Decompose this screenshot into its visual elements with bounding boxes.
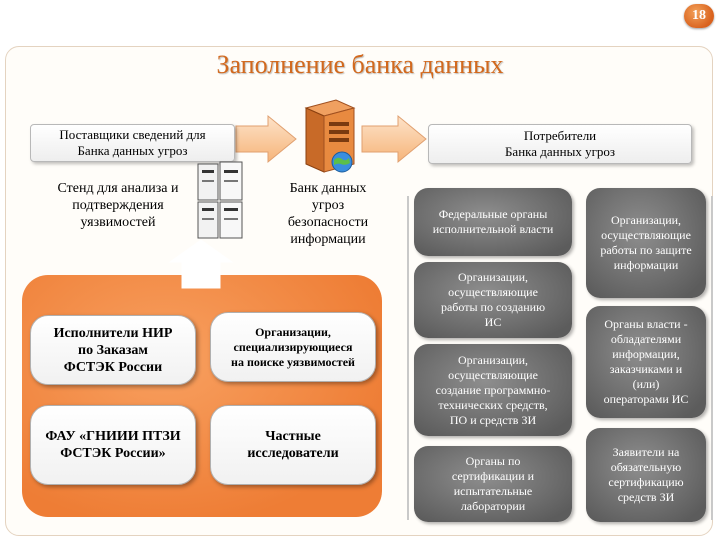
consumer-software-line-3: создание программно-: [435, 382, 551, 397]
consumer-protection-line-1: Организации,: [610, 213, 682, 227]
supplier-private-line-1: Частные: [265, 429, 321, 444]
consumer-software-creators: Организации, осуществляющие создание про…: [414, 344, 572, 436]
consumer-authorities: Органы власти - обладателями информации,…: [586, 306, 706, 418]
consumer-authorities-line-1: Органы власти -: [604, 317, 688, 331]
supplier-orgs-line-1: Организации,: [255, 324, 331, 339]
supplier-fau-gniii: ФАУ «ГНИИИ ПТЗИ ФСТЭК России»: [30, 405, 196, 485]
consumer-authorities-line-4: заказчиками и: [609, 362, 683, 376]
supplier-private-line-2: исследователи: [247, 446, 339, 461]
arrow-bank-to-consumers: [361, 114, 427, 164]
globe-icon: [331, 151, 353, 173]
bank-label-line-4: информации: [290, 232, 366, 247]
consumer-protection-line-4: информации: [613, 258, 679, 272]
consumer-applicants-line-1: Заявители на: [612, 445, 680, 459]
suppliers-header-line-2: Банка данных угроз: [77, 143, 188, 158]
server-rack-icon: [197, 161, 243, 239]
suppliers-header: Поставщики сведений для Банка данных угр…: [30, 124, 235, 162]
consumer-software-line-4: технических средств,: [438, 397, 548, 412]
supplier-orgs-line-3: на поиске уязвимостей: [231, 354, 355, 369]
consumer-authorities-line-6: операторами ИС: [603, 392, 689, 406]
consumer-applicants-line-4: средств ЗИ: [617, 490, 675, 504]
consumer-federal-line-1: Федеральные органы: [438, 207, 548, 221]
consumer-authorities-line-2: обладателями: [610, 332, 682, 346]
bank-label-line-3: безопасности: [287, 215, 369, 230]
consumers-header-line-2: Банка данных угроз: [504, 144, 616, 159]
supplier-nir-executors: Исполнители НИР по Заказам ФСТЭК России: [30, 315, 196, 385]
supplier-nir-line-2: по Заказам: [78, 342, 148, 358]
page-number-badge: 18: [684, 4, 714, 28]
arrow-panel-to-stand: [168, 239, 234, 289]
arrow-suppliers-to-bank: [235, 114, 297, 164]
consumer-certification-bodies: Органы по сертификации и испытательные л…: [414, 446, 572, 522]
consumer-certification-applicants: Заявители на обязательную сертификацию с…: [586, 428, 706, 522]
consumer-protection-orgs: Организации, осуществляющие работы по за…: [586, 188, 706, 298]
consumer-is-creators: Организации, осуществляющие работы по со…: [414, 262, 572, 338]
supplier-fau-line-2: ФСТЭК России»: [60, 446, 166, 461]
stand-label-line-3: уязвимостей: [80, 215, 156, 230]
bank-label-line-1: Банк данных: [289, 181, 367, 196]
consumer-is-line-2: осуществляющие: [448, 285, 538, 299]
supplier-vulnerability-orgs: Организации, специализирующиеся на поиск…: [210, 312, 376, 382]
consumer-federal-line-2: исполнительной власти: [432, 222, 554, 236]
consumer-software-line-5: ПО и средств ЗИ: [449, 412, 537, 427]
consumer-applicants-line-2: обязательную: [610, 460, 682, 474]
supplier-private-researchers: Частные исследователи: [210, 405, 376, 485]
consumer-federal-bodies: Федеральные органы исполнительной власти: [414, 188, 572, 256]
consumer-is-line-3: работы по созданию: [440, 300, 546, 314]
consumer-cert-line-4: лаборатории: [460, 499, 526, 513]
consumer-cert-line-2: сертификации и: [451, 469, 535, 483]
consumer-protection-line-2: осуществляющие: [601, 228, 691, 242]
consumer-software-line-1: Организации,: [457, 352, 529, 367]
consumer-applicants-line-3: сертификацию: [608, 475, 684, 489]
suppliers-header-line-1: Поставщики сведений для: [59, 127, 206, 142]
stand-label-line-2: подтверждения: [72, 198, 164, 213]
supplier-nir-line-1: Исполнители НИР: [53, 325, 173, 341]
supplier-fau-line-1: ФАУ «ГНИИИ ПТЗИ: [45, 429, 181, 444]
bank-label: Банк данных угроз безопасности информаци…: [268, 180, 388, 248]
stand-label-line-1: Стенд для анализа и: [57, 181, 179, 196]
consumer-cert-line-3: испытательные: [453, 484, 533, 498]
supplier-orgs-line-2: специализирующиеся: [233, 339, 353, 354]
consumer-authorities-line-5: (или): [632, 377, 660, 391]
stand-label: Стенд для анализа и подтверждения уязвим…: [38, 180, 198, 231]
bank-label-line-2: угроз: [311, 198, 345, 213]
consumer-cert-line-1: Органы по: [465, 454, 521, 468]
consumer-is-line-1: Организации,: [457, 270, 529, 284]
consumer-protection-line-3: работы по защите: [600, 243, 692, 257]
supplier-nir-line-3: ФСТЭК России: [63, 359, 163, 375]
consumer-is-line-4: ИС: [484, 315, 502, 329]
consumers-header-line-1: Потребители: [523, 128, 597, 143]
consumer-authorities-line-3: информации,: [612, 347, 680, 361]
consumers-header: Потребители Банка данных угроз: [428, 124, 692, 164]
consumer-software-line-2: осуществляющие: [448, 367, 538, 382]
slide-title: Заполнение банка данных: [216, 50, 504, 79]
